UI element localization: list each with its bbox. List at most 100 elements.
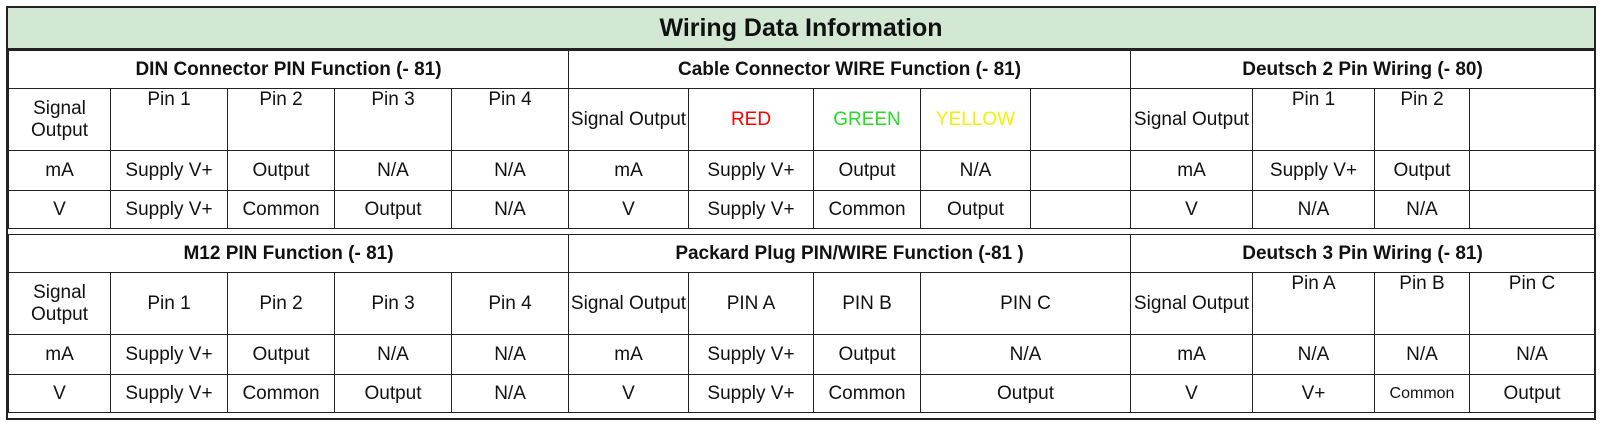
packard-heading: Packard Plug PIN/WIRE Function (-81 ) (568, 234, 1131, 273)
cell: N/A (450, 374, 570, 413)
table-row: V Supply V+ Common Output N/A (8, 374, 570, 413)
yellow-wire-label: YELLOW (920, 88, 1031, 151)
header-cell: Pin C (1468, 272, 1596, 335)
cell: Supply V+ (110, 334, 228, 375)
header-cell: Signal Output (1130, 272, 1253, 335)
cell: Common (227, 374, 335, 413)
cell: Supply V+ (110, 374, 228, 413)
cell: V (1130, 190, 1253, 229)
table-row: V Supply V+ Common Output (568, 190, 1131, 229)
header-cell: PIN C (920, 272, 1131, 335)
table-row: V V+ Common Output (1130, 374, 1596, 413)
cell: Supply V+ (688, 334, 814, 375)
cell (1030, 150, 1131, 191)
cell (1030, 190, 1131, 229)
cell: N/A (920, 334, 1131, 375)
header-cell: Signal Output (568, 272, 689, 335)
cell: Common (813, 374, 921, 413)
cell (1468, 190, 1596, 229)
cell: N/A (450, 334, 570, 375)
table-row: mA Supply V+ Output N/A (568, 150, 1131, 191)
cell: Output (920, 190, 1031, 229)
header-cell: Signal Output (8, 88, 111, 151)
cable-header-row: Signal Output RED GREEN YELLOW (568, 88, 1131, 151)
cell: Common (227, 190, 335, 229)
cell: Supply V+ (110, 150, 228, 191)
cell: mA (8, 150, 111, 191)
header-cell: Signal Output (1130, 88, 1253, 151)
cell: V (568, 190, 689, 229)
table-row: mA Supply V+ Output N/A N/A (8, 150, 569, 191)
cell: Supply V+ (688, 374, 814, 413)
cell: V+ (1252, 374, 1375, 413)
header-cell: Pin 4 (450, 272, 570, 335)
cell: N/A (451, 190, 569, 229)
table-row: V Supply V+ Common Output N/A (8, 190, 569, 229)
din-heading: DIN Connector PIN Function (- 81) (8, 50, 569, 89)
cell: V (8, 374, 111, 413)
table-row: mA N/A N/A N/A (1130, 334, 1596, 375)
cell: Common (1374, 374, 1470, 413)
cell: Output (227, 334, 335, 375)
cell: N/A (451, 150, 569, 191)
header-cell: Pin 3 (334, 272, 452, 335)
header-cell: Pin A (1252, 272, 1375, 335)
header-cell: Signal Output (568, 88, 689, 151)
din-header-row: Signal Output Pin 1 Pin 2 Pin 3 Pin 4 (8, 88, 569, 151)
deutsch2-header-row: Signal Output Pin 1 Pin 2 (1130, 88, 1596, 151)
header-cell: Pin 1 (110, 88, 228, 151)
cell: mA (568, 150, 689, 191)
deutsch3-header-row: Signal Output Pin A Pin B Pin C (1130, 272, 1596, 335)
header-cell: Signal Output (8, 272, 111, 335)
cell: mA (1130, 150, 1253, 191)
table-row: mA Supply V+ Output N/A N/A (8, 334, 570, 375)
cell: N/A (920, 150, 1031, 191)
cell: N/A (1468, 334, 1596, 375)
deutsch3-heading: Deutsch 3 Pin Wiring (- 81) (1129, 234, 1596, 273)
cell: Output (227, 150, 335, 191)
header-cell: Pin 4 (451, 88, 569, 151)
header-cell: Pin 2 (227, 272, 335, 335)
green-wire-label: GREEN (813, 88, 921, 151)
cell: V (568, 374, 689, 413)
empty-cell (1030, 88, 1131, 151)
cell: Output (813, 334, 921, 375)
header-cell: Pin 2 (1374, 88, 1470, 151)
header-cell: Pin 2 (227, 88, 335, 151)
deutsch2-panel: Deutsch 2 Pin Wiring (- 80) Signal Outpu… (1129, 50, 1596, 229)
din-panel: DIN Connector PIN Function (- 81) Signal… (8, 50, 569, 229)
cell: Output (334, 374, 452, 413)
header-cell: Pin B (1374, 272, 1470, 335)
header-cell: Pin 1 (110, 272, 228, 335)
cell: V (1130, 374, 1253, 413)
empty-cell (1468, 88, 1596, 151)
table-title: Wiring Data Information (8, 8, 1594, 50)
wiring-table: Wiring Data Information DIN Connector PI… (6, 6, 1596, 420)
header-cell: Pin 1 (1252, 88, 1375, 151)
header-cell: PIN A (688, 272, 814, 335)
deutsch3-panel: Deutsch 3 Pin Wiring (- 81) Signal Outpu… (1129, 234, 1596, 413)
cell: N/A (334, 150, 452, 191)
m12-header-row: Signal Output Pin 1 Pin 2 Pin 3 Pin 4 (8, 272, 570, 335)
m12-heading: M12 PIN Function (- 81) (7, 234, 570, 273)
cell: N/A (1374, 334, 1470, 375)
cell: mA (8, 334, 111, 375)
cell: V (8, 190, 111, 229)
header-cell: Pin 3 (334, 88, 452, 151)
cell: Supply V+ (1252, 150, 1375, 191)
cell: Supply V+ (110, 190, 228, 229)
deutsch2-heading: Deutsch 2 Pin Wiring (- 80) (1129, 50, 1596, 89)
m12-panel: M12 PIN Function (- 81) Signal Output Pi… (7, 234, 570, 413)
packard-panel: Packard Plug PIN/WIRE Function (-81 ) Si… (568, 234, 1131, 413)
cell: N/A (1252, 334, 1375, 375)
red-wire-label: RED (688, 88, 814, 151)
cell: N/A (1374, 190, 1470, 229)
cell: N/A (1252, 190, 1375, 229)
cell: mA (1130, 334, 1253, 375)
cell: Output (813, 150, 921, 191)
cell: mA (568, 334, 689, 375)
cell (1468, 150, 1596, 191)
cell: Output (334, 190, 452, 229)
table-row: mA Supply V+ Output (1130, 150, 1596, 191)
cell: N/A (334, 334, 452, 375)
